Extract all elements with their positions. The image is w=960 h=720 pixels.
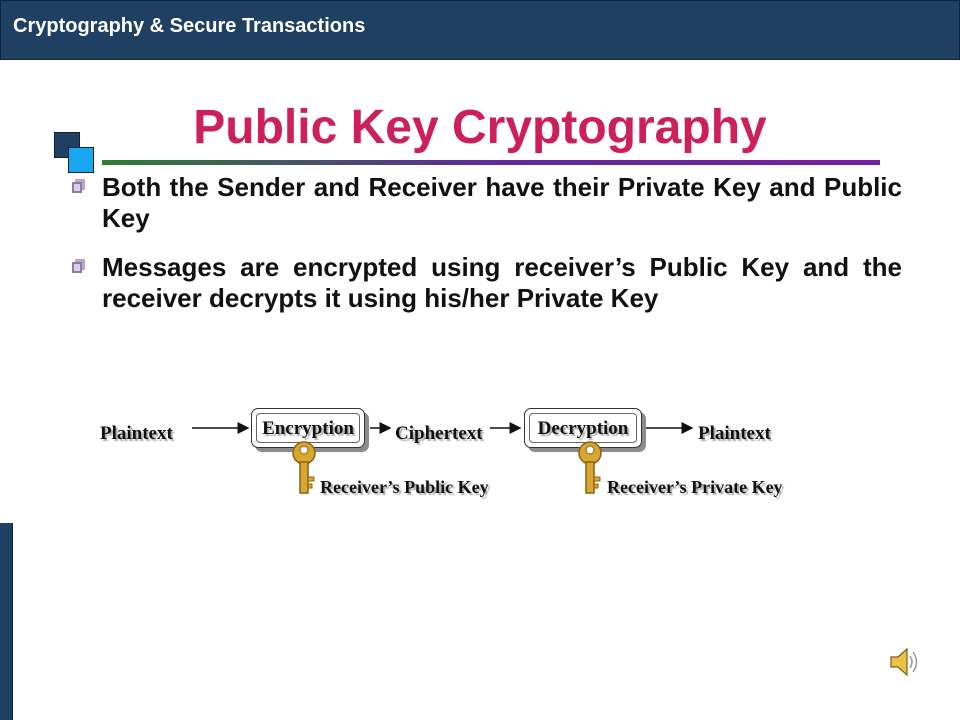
header-bar: Cryptography & Secure Transactions — [0, 0, 960, 60]
bullet-text: Both the Sender and Receiver have their … — [102, 172, 902, 233]
plaintext-input-label: Plaintext — [100, 423, 173, 444]
public-key-label: Receiver’s Public Key — [320, 477, 489, 497]
dark-square-icon — [54, 132, 80, 158]
flow-arrows — [192, 422, 694, 434]
plaintext-output-label: Plaintext — [698, 423, 771, 444]
key-icon — [292, 441, 316, 494]
light-square-icon — [68, 147, 94, 173]
stacked-squares-icon — [54, 132, 96, 174]
encryption-label: Encryption — [262, 418, 354, 439]
encryption-flow-diagram: Plaintext Encryption Ciphertext Decrypti… — [0, 395, 960, 515]
ciphertext-label: Ciphertext — [395, 423, 483, 444]
decryption-box: Decryption — [524, 408, 642, 448]
bullet-text: Messages are encrypted using receiver’s … — [102, 252, 902, 313]
header-title: Cryptography & Secure Transactions — [13, 15, 366, 37]
private-key-label: Receiver’s Private Key — [607, 477, 783, 497]
key-icon — [578, 441, 602, 494]
bullet-item: Messages are encrypted using receiver’s … — [72, 252, 902, 314]
bullet-item: Both the Sender and Receiver have their … — [72, 172, 902, 234]
page-title: Public Key Cryptography — [193, 101, 767, 154]
left-accent-bar — [0, 523, 13, 720]
title-underline — [102, 160, 880, 165]
encryption-box: Encryption — [251, 408, 365, 448]
decryption-label: Decryption — [537, 418, 629, 439]
speaker-icon[interactable] — [888, 645, 922, 679]
bullet-square-icon — [72, 179, 85, 193]
bullet-square-icon — [72, 259, 85, 273]
